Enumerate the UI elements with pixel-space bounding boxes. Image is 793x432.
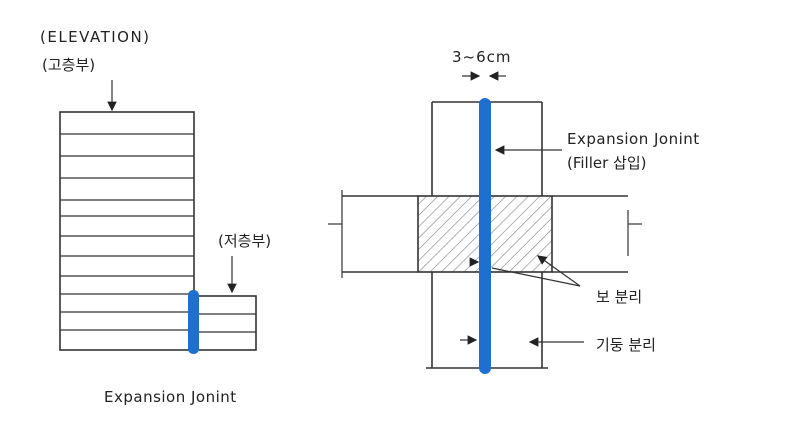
beam-leader-2	[537, 255, 581, 287]
beam-leader-1	[491, 267, 581, 287]
filler-label: (Filler 삽입)	[567, 154, 647, 172]
elevation-diagram: (ELEVATION) (고층부) (저층부) Expansion	[40, 28, 271, 406]
elevation-joint-label: Expansion Jonint	[104, 388, 237, 406]
expansion-joint-section	[479, 98, 491, 374]
expansion-joint-elevation	[188, 290, 199, 354]
elevation-title: (ELEVATION)	[40, 28, 151, 46]
section-diagram: 3~6cm Expansion	[328, 48, 700, 374]
low-rise-building	[193, 295, 257, 351]
high-rise-label: (고층부)	[42, 56, 95, 74]
high-rise-building	[59, 111, 195, 351]
beam-separation-label: 보 분리	[596, 288, 642, 306]
column-separation-label: 기둥 분리	[596, 336, 656, 354]
section-joint-label: Expansion Jonint	[567, 130, 700, 148]
low-rise-label: (저층부)	[218, 232, 271, 250]
gap-dimension-label: 3~6cm	[452, 48, 512, 66]
